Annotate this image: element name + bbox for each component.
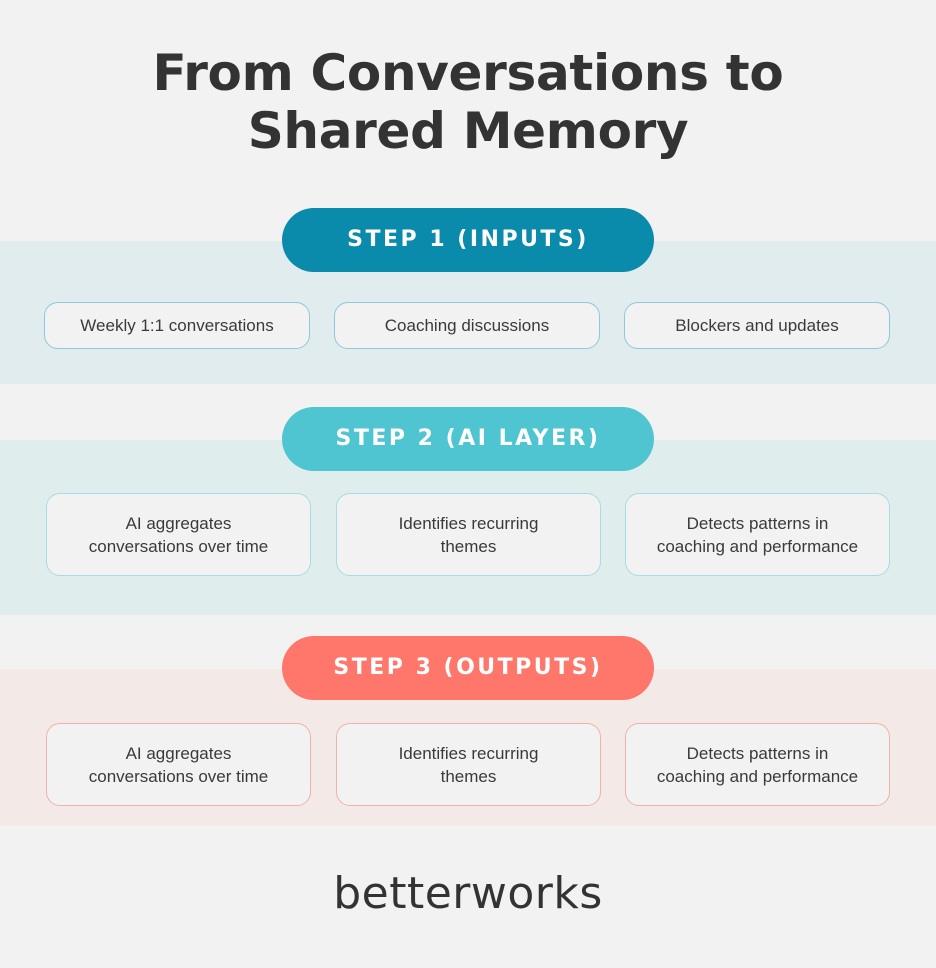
step-1-item-2: Coaching discussions: [334, 302, 600, 349]
step-1-item-1: Weekly 1:1 conversations: [44, 302, 310, 349]
step-2-pill: STEP 2 (AI LAYER): [282, 407, 654, 471]
step-2-item-3-line-1: Detects patterns in: [686, 513, 829, 533]
step-3-item-1-line-1: AI aggregates: [125, 743, 232, 763]
step-1-item-3: Blockers and updates: [624, 302, 890, 349]
step-1-item-2-text: Coaching discussions: [384, 316, 550, 335]
step-2-item-1-line-2: conversations over time: [88, 536, 269, 556]
step-2-item-2: Identifies recurring themes: [336, 493, 601, 576]
step-2-item-2-line-2: themes: [440, 536, 497, 556]
page-title: From Conversations to Shared Memory: [0, 44, 936, 160]
step-3-item-1-line-2: conversations over time: [88, 766, 269, 786]
step-2-item-3-line-2: coaching and performance: [656, 536, 859, 556]
step-3-item-2-line-1: Identifies recurring: [398, 743, 539, 763]
title-line-1: From Conversations to: [152, 44, 784, 102]
step-2-item-1-line-1: AI aggregates: [125, 513, 232, 533]
step-3-item-3: Detects patterns in coaching and perform…: [625, 723, 890, 806]
step-3-pill: STEP 3 (OUTPUTS): [282, 636, 654, 700]
step-3-item-1: AI aggregates conversations over time: [46, 723, 311, 806]
step-1-item-3-text: Blockers and updates: [675, 316, 839, 335]
step-3-item-3-line-2: coaching and performance: [656, 766, 859, 786]
step-2-item-3: Detects patterns in coaching and perform…: [625, 493, 890, 576]
step-3-item-2: Identifies recurring themes: [336, 723, 601, 806]
title-line-2: Shared Memory: [247, 102, 689, 160]
step-1-pill: STEP 1 (INPUTS): [282, 208, 654, 272]
step-2-item-1: AI aggregates conversations over time: [46, 493, 311, 576]
step-3-item-3-line-1: Detects patterns in: [686, 743, 829, 763]
step-1-item-1-text: Weekly 1:1 conversations: [80, 316, 274, 335]
step-2-item-2-line-1: Identifies recurring: [398, 513, 539, 533]
step-3-item-2-line-2: themes: [440, 766, 497, 786]
betterworks-logo: betterworks: [333, 868, 603, 919]
